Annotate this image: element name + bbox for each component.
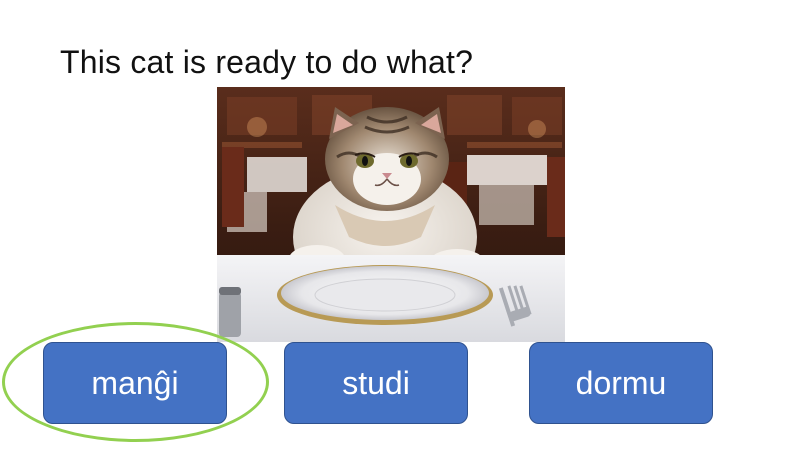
cat-photo-illustration (217, 87, 565, 342)
cat-photo (217, 87, 565, 342)
question-text: This cat is ready to do what? (60, 44, 474, 80)
answer-button-mangi[interactable]: manĝi (43, 342, 227, 424)
answer-button-studi[interactable]: studi (284, 342, 468, 424)
answer-button-dormu[interactable]: dormu (529, 342, 713, 424)
